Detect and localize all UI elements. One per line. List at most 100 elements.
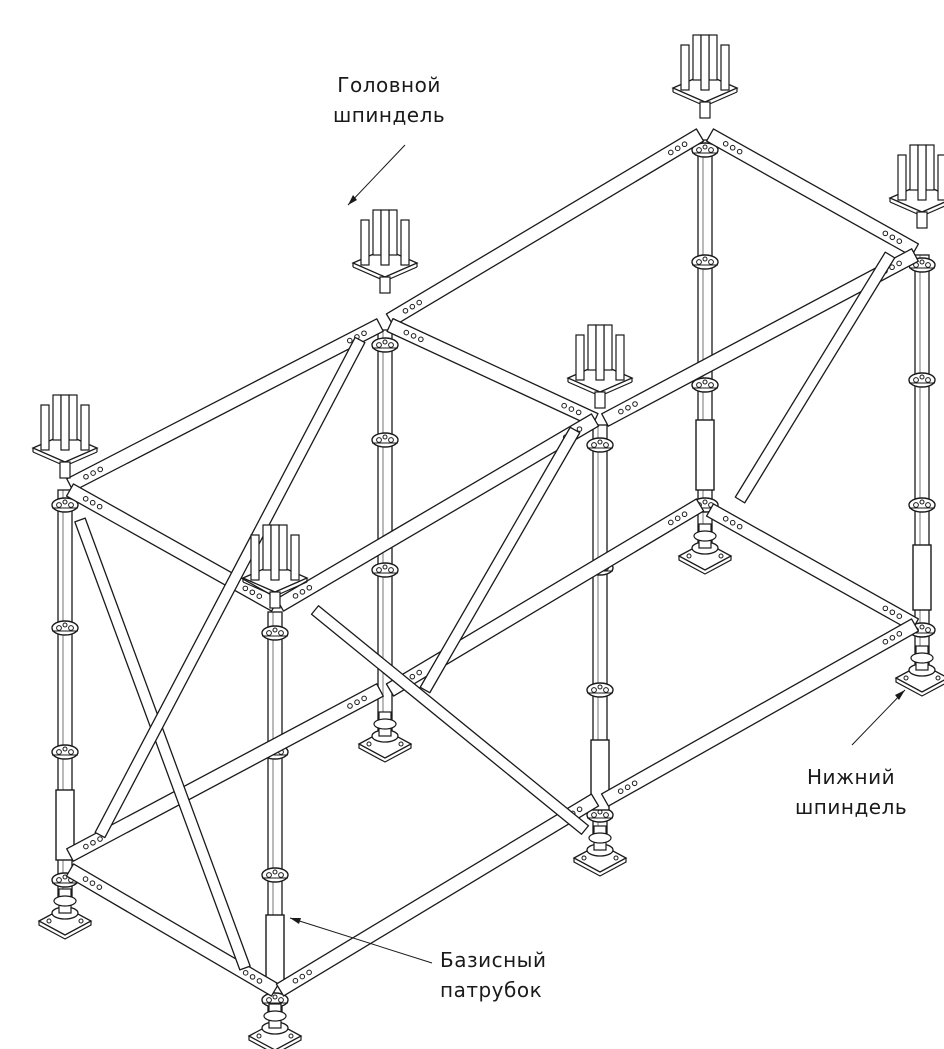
ledger-hole (83, 843, 89, 850)
ledger-hole (89, 499, 96, 506)
ledger-hole (722, 141, 729, 147)
head-spindle (566, 324, 634, 409)
ledger-hole (896, 631, 903, 637)
ledger-hole (632, 401, 638, 407)
rosette-node (261, 867, 289, 883)
head-spindle (671, 34, 739, 119)
rosette-node (691, 377, 719, 393)
base-tube-4 (695, 419, 715, 491)
ledger-hole (618, 408, 624, 415)
leader-base-tube (289, 917, 433, 964)
ledger-hole (256, 593, 263, 599)
ledger-hole (347, 703, 353, 709)
label-base-tube-line1: Базисный (440, 948, 547, 972)
ledger-hole (90, 470, 96, 476)
rosette-node (691, 254, 719, 270)
label-head-spindle-line1: Головной (337, 73, 441, 97)
ledger-hole (631, 780, 638, 787)
ledger-hole (736, 523, 743, 530)
bottom-spindle (247, 1003, 303, 1049)
diagonal-brace-4 (419, 426, 581, 694)
bottom-spindle (357, 711, 413, 763)
rosette-node (51, 620, 79, 636)
rosette-node (371, 337, 399, 353)
top-ledger-front-left (275, 413, 600, 612)
ledger-hole (561, 402, 567, 409)
ledger-hole (576, 426, 583, 432)
ledger-hole (896, 260, 902, 267)
diagonal-brace-3 (310, 605, 590, 835)
ledger-hole (96, 884, 103, 890)
ledger-hole (299, 589, 306, 595)
ledgers-layer (65, 128, 920, 997)
ledger-hole (882, 638, 889, 645)
rosette-node (51, 497, 79, 513)
rosette-node (908, 497, 936, 513)
rosette-node (586, 437, 614, 453)
ledger-hole (617, 788, 624, 794)
ledger-hole (299, 973, 306, 980)
base-tube-5 (912, 544, 932, 611)
ledger-hole (292, 977, 299, 984)
ledger-hole (306, 584, 313, 591)
bottom-spindle (677, 523, 733, 575)
rosette-node (691, 142, 719, 158)
ledger-hole (416, 669, 422, 676)
ledger-hole (90, 839, 96, 846)
ledger-hole (882, 605, 889, 612)
rosette-node (908, 372, 936, 388)
top-ledger-right-back (385, 128, 705, 327)
label-bottom-spindle-line1: Нижний (807, 765, 896, 789)
ledger-hole (346, 337, 353, 344)
ledger-hole (681, 511, 688, 518)
ledger-hole (896, 238, 903, 244)
label-base-tube: Базисный патрубок (440, 945, 546, 1005)
bottom-ledger-right-side (705, 503, 920, 632)
diagonal-brace-5 (734, 251, 896, 504)
head-spindle (31, 394, 99, 479)
ledger-hole (896, 613, 903, 619)
label-bottom-spindle: Нижний шпиндель (795, 762, 907, 822)
top-ledger-front-right (601, 248, 919, 427)
ledger-hole (410, 333, 417, 339)
ledger-hole (722, 516, 729, 522)
ledger-hole (668, 519, 674, 526)
ledger-hole (674, 515, 681, 522)
ledger-hole (889, 264, 895, 271)
rosette-node (261, 625, 289, 641)
ledger-hole (625, 404, 631, 411)
arrow-head-spindle (348, 195, 357, 205)
ledger-hole (681, 141, 688, 148)
top-ledger-mid-side (386, 317, 599, 428)
head-spindle (351, 209, 419, 294)
top-ledger-left-back (66, 318, 384, 492)
ledger-hole (249, 974, 256, 980)
label-head-spindle: Головной шпиндель (333, 70, 445, 130)
label-base-tube-line2: патрубок (440, 978, 543, 1002)
ledger-hole (736, 148, 743, 155)
ledger-hole (624, 784, 631, 791)
ledger-hole (97, 466, 104, 473)
ledger-hole (403, 329, 410, 336)
top-ledger-right-side (705, 128, 920, 257)
ledger-hole (668, 149, 674, 156)
ledger-hole (575, 409, 582, 416)
rosette-node (371, 562, 399, 578)
ledger-hole (889, 609, 896, 616)
diagonal-brace-1 (74, 517, 251, 971)
head-spindle (241, 524, 309, 609)
ledger-hole (889, 634, 896, 641)
ledger-hole (416, 299, 422, 306)
rosette-node (586, 807, 614, 823)
ledger-hole (242, 970, 249, 976)
ledger-hole (82, 876, 89, 882)
bottom-ledger-left-side (65, 863, 280, 997)
fittings-layer (31, 34, 944, 1049)
bottom-spindle (572, 825, 628, 877)
rosette-node (586, 682, 614, 698)
ledger-hole (361, 330, 367, 337)
ledger-hole (674, 145, 681, 152)
rosette-node (51, 744, 79, 760)
